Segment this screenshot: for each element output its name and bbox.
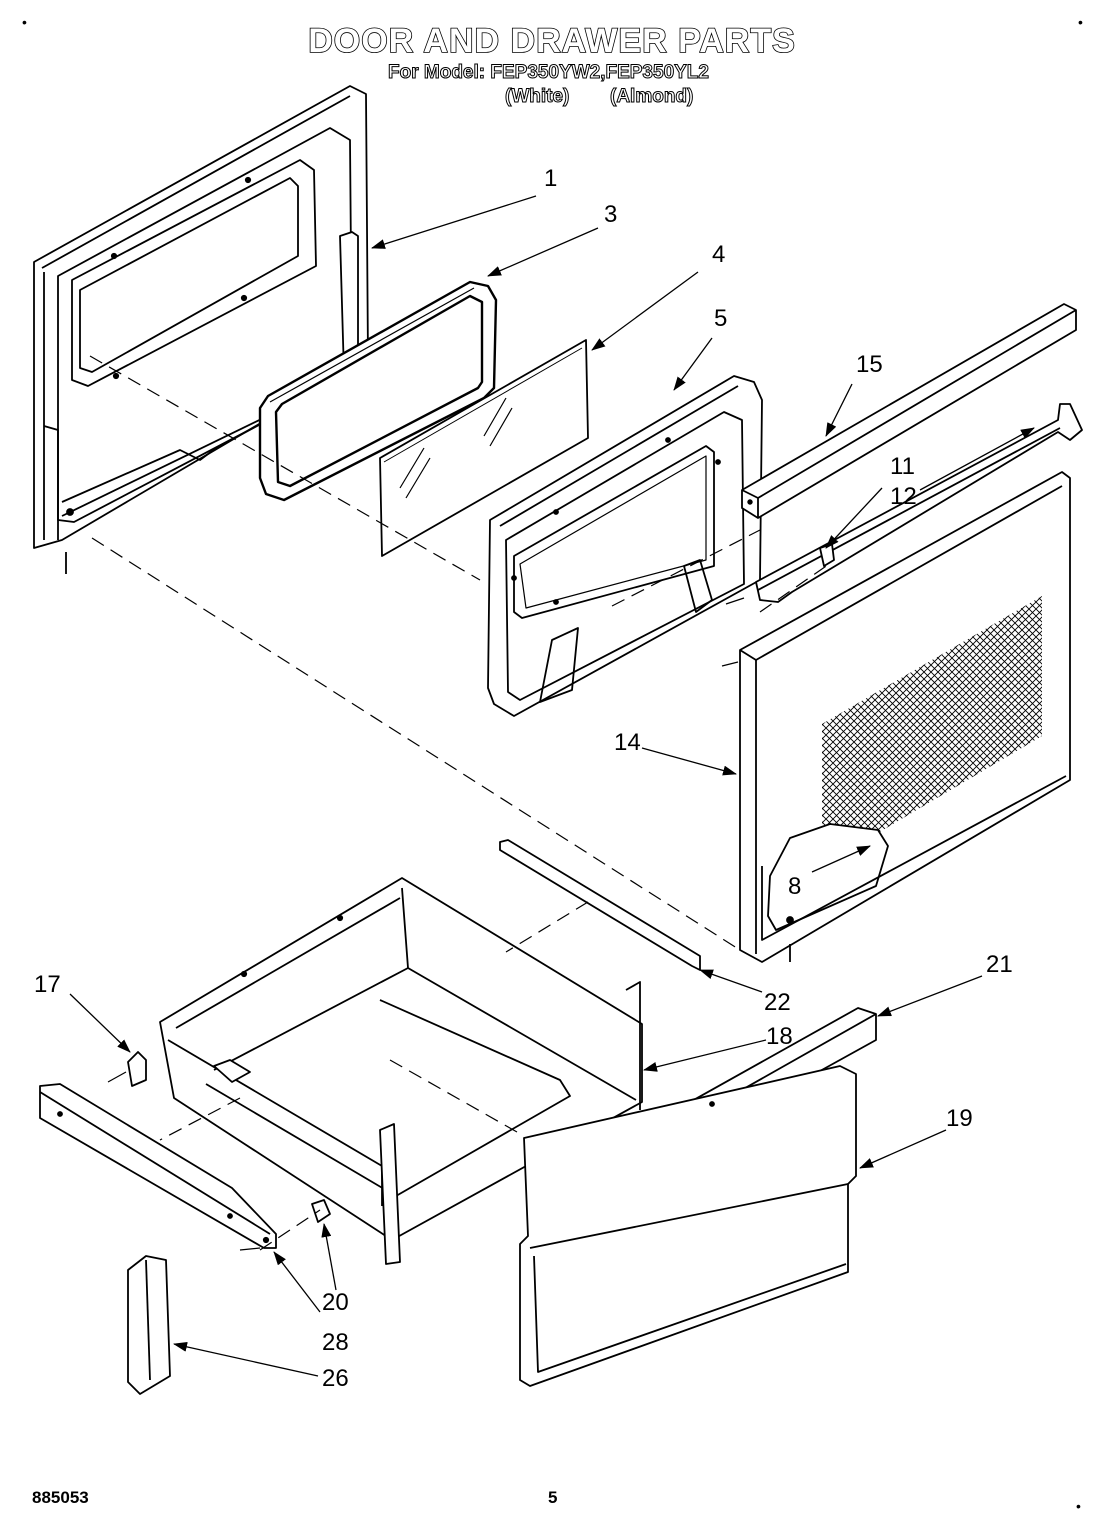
callout-15: 15 bbox=[856, 351, 883, 378]
callout-11: 11 bbox=[890, 453, 915, 480]
callout-8: 8 bbox=[788, 873, 801, 900]
inner-panel-14 bbox=[739, 471, 1071, 963]
model-line: For Model: FEP350YW2,FEP350YL2 bbox=[388, 62, 710, 84]
callout-17: 17 bbox=[34, 971, 61, 998]
inner-door-liner bbox=[487, 375, 763, 717]
corner-mark-top-right: • bbox=[1078, 14, 1083, 30]
color-almond: (Almond) bbox=[609, 86, 694, 108]
callout-26: 26 bbox=[322, 1365, 349, 1392]
bracket-17 bbox=[127, 1051, 147, 1087]
door-trim-15 bbox=[741, 303, 1077, 519]
corner-mark-bottom-right: • bbox=[1076, 1498, 1081, 1514]
callout-3: 3 bbox=[604, 201, 617, 228]
hinge-bracket-12 bbox=[755, 403, 1083, 603]
color-white: (White) bbox=[504, 86, 570, 108]
callout-14: 14 bbox=[614, 729, 641, 756]
corner-mark-top-left: • bbox=[22, 14, 27, 30]
end-cap-26 bbox=[127, 1255, 171, 1395]
document-number: 885053 bbox=[32, 1488, 89, 1507]
callout-4: 4 bbox=[712, 241, 725, 268]
callout-5: 5 bbox=[714, 305, 727, 332]
callout-12: 12 bbox=[890, 483, 917, 510]
callout-19: 19 bbox=[946, 1105, 973, 1132]
drawer-rail-28 bbox=[39, 1083, 277, 1249]
drawer-front-19 bbox=[519, 1065, 857, 1387]
callout-18: 18 bbox=[766, 1023, 793, 1050]
page-title: DOOR AND DRAWER PARTS bbox=[307, 21, 796, 61]
door-gasket bbox=[258, 280, 498, 502]
callout-1: 1 bbox=[544, 165, 557, 192]
callout-20: 20 bbox=[322, 1289, 349, 1316]
roller-20 bbox=[311, 1199, 331, 1223]
callout-21: 21 bbox=[986, 951, 1013, 978]
callout-28: 28 bbox=[322, 1329, 349, 1356]
callout-22: 22 bbox=[764, 989, 791, 1016]
page-number: 5 bbox=[548, 1488, 558, 1507]
drawer-body-18 bbox=[159, 877, 643, 1265]
outer-door-panel bbox=[33, 85, 369, 574]
